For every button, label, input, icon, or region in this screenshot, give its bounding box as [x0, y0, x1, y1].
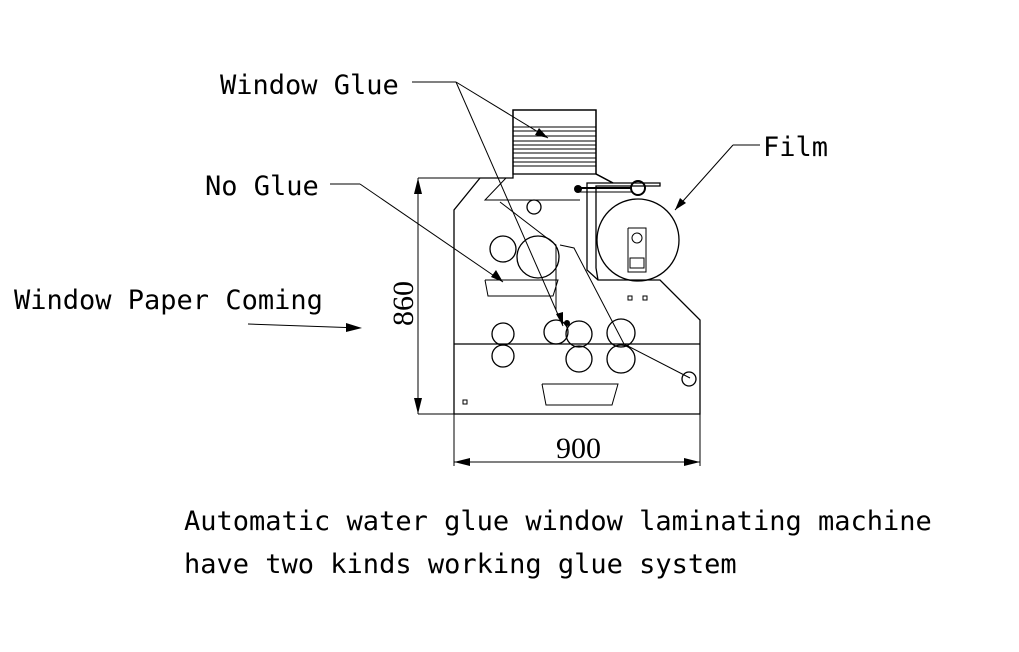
lower-rollers [491, 318, 697, 387]
glue-rollers [484, 199, 560, 297]
machine-frame [453, 109, 701, 415]
no-glue-leader [330, 183, 504, 283]
height-dimension-label: 860 [387, 281, 420, 326]
window-paper-label: Window Paper Coming [14, 285, 323, 316]
window-glue-label: Window Glue [220, 70, 399, 101]
no-glue-label: No Glue [205, 171, 319, 202]
glue-tank [512, 109, 597, 175]
paper-path [499, 201, 691, 379]
film-leader [674, 144, 760, 211]
film-label: Film [763, 132, 828, 163]
width-dimension [453, 414, 701, 466]
caption-line-1: Automatic water glue window laminating m… [184, 506, 932, 537]
bottom-tray [462, 383, 619, 406]
height-dimension [414, 177, 506, 415]
film-roll [574, 180, 680, 301]
paper-direction-arrow [247, 323, 362, 332]
width-dimension-label: 900 [556, 432, 601, 465]
caption-line-2: have two kinds working glue system [184, 549, 737, 580]
